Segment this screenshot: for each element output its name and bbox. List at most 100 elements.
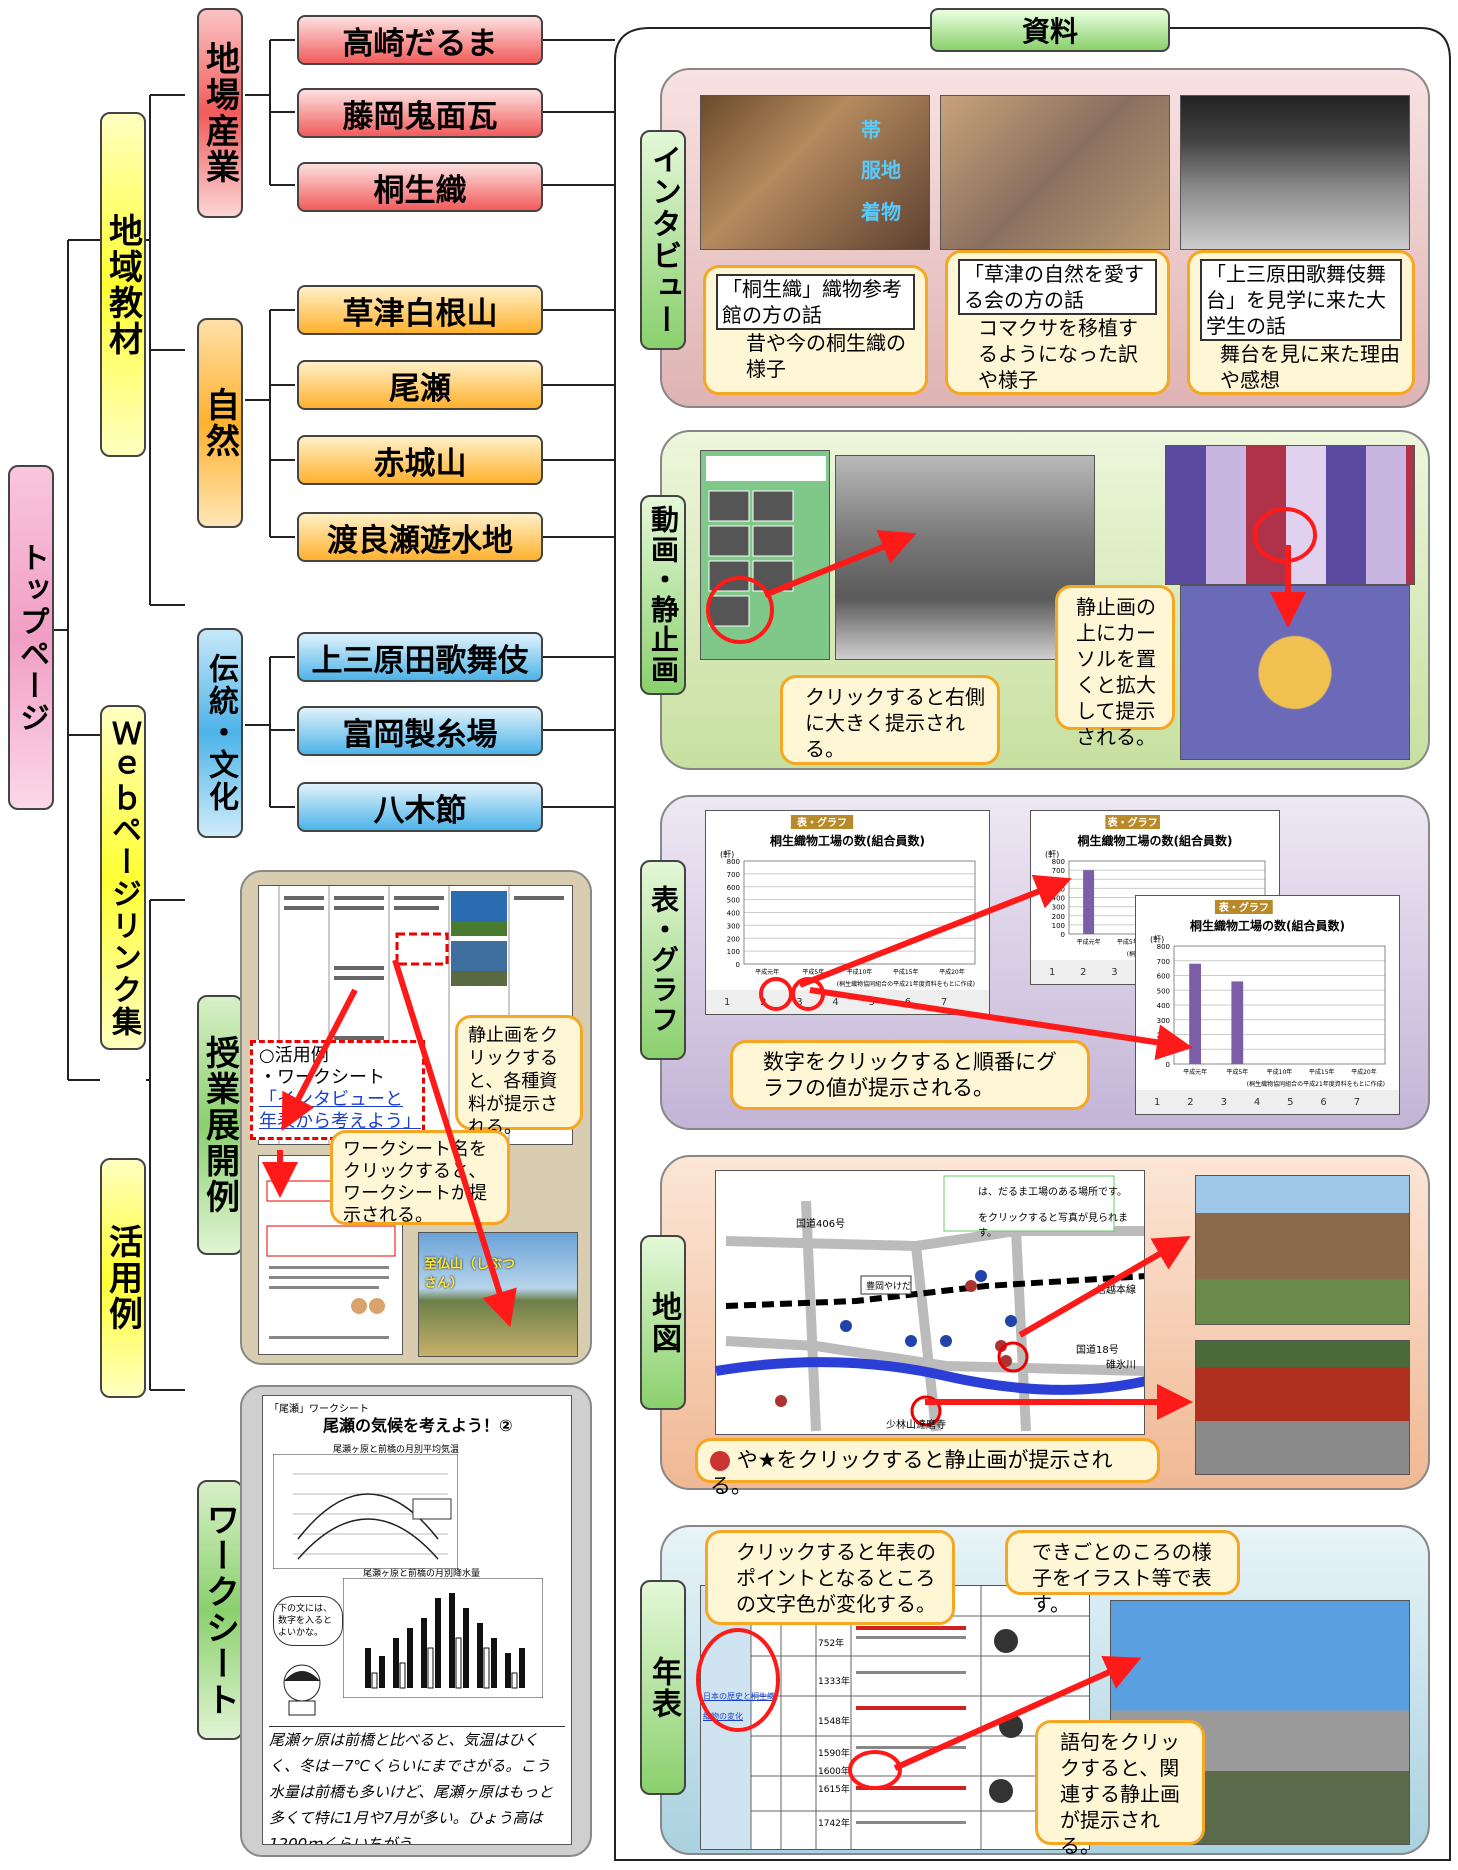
page-number[interactable]: 7 (1354, 1097, 1360, 1108)
y-tick-label: 200 (1052, 913, 1065, 921)
page-number[interactable]: 4 (832, 997, 838, 1008)
douga-callout-hover: 静止画の上にカーソルを置くと拡大して提示される。 (1055, 585, 1175, 749)
douga-thumbnail-strip[interactable] (700, 450, 830, 660)
y-tick-label: 0 (1061, 931, 1065, 939)
item-akagiyama[interactable]: 赤城山 (297, 435, 543, 485)
item-kamisanbarada-kabuki[interactable]: 上三原田歌舞伎 (297, 632, 543, 682)
timeline-link-1[interactable]: 日本の歴史と桐生織 (703, 1692, 775, 1701)
chizu-label[interactable]: 地図 (640, 1235, 686, 1410)
y-tick-label: 400 (727, 910, 740, 918)
page-number[interactable]: 2 (1187, 1097, 1193, 1108)
graph-badge: 表・グラフ (1218, 901, 1269, 914)
graph-badge: 表・グラフ (796, 816, 847, 829)
page-number[interactable]: 5 (869, 997, 875, 1008)
graph-unit: (軒) (1045, 850, 1059, 859)
example-box[interactable]: ○活用例 ・ワークシート 「インタビューと年表から考えよう」 (250, 1040, 425, 1140)
item-kusatsu-shiranesan[interactable]: 草津白根山 (297, 285, 543, 335)
bar (1231, 981, 1244, 1064)
web-link-box[interactable]: Ｗｅｂページリンク集 (100, 705, 146, 1050)
graph-badge-bg (1214, 900, 1273, 914)
ws-handwriting: 尾瀬ヶ原は前橋と比べると、気温はひくく、冬は－7℃くらいにまでさがる。こう水量は… (269, 1726, 565, 1844)
graph-callout: 数字をクリックすると順番にグラフの値が提示される。 (730, 1040, 1090, 1110)
page-number[interactable]: 3 (796, 997, 802, 1008)
interview-c2-body: コマクサを移植するようになった訳や様子 (978, 316, 1138, 392)
ws-girl-illustration (283, 1664, 321, 1716)
item-oze[interactable]: 尾瀬 (297, 360, 543, 410)
top-page-box[interactable]: トップページ (8, 465, 54, 810)
douga-label[interactable]: 動画・静止画 (640, 495, 686, 695)
page-number[interactable]: 7 (941, 997, 947, 1008)
y-tick-label: 100 (1157, 1046, 1170, 1054)
bar (1189, 963, 1202, 1064)
page-number[interactable]: 1 (1049, 967, 1055, 978)
item-kiryu-ori[interactable]: 桐生織 (297, 162, 543, 212)
bar (1083, 870, 1095, 934)
jugyo-tenkai-box[interactable]: 授業展開例 (197, 995, 243, 1255)
shizen-box[interactable]: 自然 (197, 318, 243, 528)
interview-callout-2: 「草津の自然を愛する会の方の話 コマクサを移植するようになった訳や様子 (945, 250, 1170, 395)
interview-c3-title: 「上三原田歌舞伎舞台」を見学に来た大学生の話 (1200, 259, 1402, 341)
year-1590: 1590年 (818, 1749, 850, 1759)
interview-photo-kabuki[interactable] (1180, 95, 1410, 250)
graph-title: 桐生織物工場の数(組合員数) (1078, 833, 1233, 848)
y-tick-label: 300 (1052, 904, 1065, 912)
map-station-line: 信越本線 (1096, 1285, 1136, 1296)
ws-rain-chart (343, 1578, 543, 1698)
worksheet-box[interactable]: ワークシート (197, 1480, 243, 1740)
page-number[interactable]: 2 (760, 997, 766, 1008)
y-tick-label: 100 (727, 948, 740, 956)
page-number[interactable]: 2 (1080, 967, 1086, 978)
graph-source: (桐生織物協同組合の平成21年度資料をもとに作成) (1247, 1080, 1385, 1088)
interview-photo-kusatsu[interactable] (940, 95, 1170, 250)
item-tomioka-seishijo[interactable]: 富岡製糸場 (297, 706, 543, 756)
worksheet-link[interactable]: 「インタビューと年表から考えよう」 (259, 1089, 421, 1132)
page-number[interactable]: 4 (1254, 1097, 1260, 1108)
interview-photo-kiryu[interactable]: 帯 服地 着物 (700, 95, 930, 250)
y-tick-label: 600 (727, 884, 740, 892)
y-tick-label: 800 (727, 858, 740, 866)
photo-word-fukuji: 服地 (861, 158, 901, 182)
graph-label[interactable]: 表・グラフ (640, 860, 686, 1060)
timeline-grid (701, 1586, 1089, 1849)
interview-label[interactable]: インタビュー (640, 130, 686, 350)
item-takasaki-daruma[interactable]: 高崎だるま (297, 15, 543, 65)
douga-fabric-zoom (1180, 585, 1410, 760)
page-number[interactable]: 3 (1221, 1097, 1227, 1108)
page-number[interactable]: 5 (1287, 1097, 1293, 1108)
douga-fabric-photo[interactable] (1165, 445, 1415, 585)
chiiki-kyozai-box[interactable]: 地域教材 (100, 112, 146, 457)
page-number[interactable]: 1 (724, 997, 730, 1008)
map-photo-temple (1195, 1340, 1410, 1475)
item-yagibushi[interactable]: 八木節 (297, 782, 543, 832)
ws-bubble: 下の文には、数字を入るとよいかな。 (273, 1596, 343, 1646)
graph-unit: (軒) (720, 850, 734, 859)
interview-callout-1: 「桐生織」織物参考館の方の話 昔や今の桐生織の様子 (703, 265, 928, 395)
page-number[interactable]: 6 (1320, 1097, 1326, 1108)
map-image[interactable]: は、だるま工場のある場所です。 をクリックすると写真が見られます。 国道406号… (715, 1170, 1145, 1435)
map-road-18: 国道18号 (1076, 1345, 1119, 1356)
page-number[interactable]: 1 (1154, 1097, 1160, 1108)
worksheet-paper[interactable]: 「尾瀬」ワークシート 尾瀬の気候を考えよう！② 尾瀬ヶ原と前橋の月別平均気温 尾… (262, 1395, 572, 1845)
page-number[interactable]: 3 (1111, 967, 1117, 978)
worksheet-thumb-lines (266, 1180, 396, 1339)
x-tick-label: 平成15年 (1309, 1068, 1335, 1076)
graph-svg: 表・グラフ桐生織物工場の数(組合員数)(軒)800700600500400300… (706, 815, 989, 1014)
year-1548: 1548年 (818, 1717, 850, 1727)
y-tick-label: 500 (1157, 987, 1170, 995)
y-tick-label: 300 (1157, 1017, 1170, 1025)
page-number[interactable]: 6 (905, 997, 911, 1008)
timeline-link-2[interactable]: 織物の変化 (703, 1712, 743, 1721)
item-watarase-yusuichi[interactable]: 渡良瀬遊水地 (297, 512, 543, 562)
jiba-sangyo-box[interactable]: 地場産業 (197, 8, 243, 218)
x-tick-label: 平成元年 (1183, 1068, 1207, 1076)
shibutsusan-photo[interactable]: 至仏山（しぶつさん） (418, 1232, 578, 1357)
y-tick-label: 200 (727, 935, 740, 943)
katsuyou-box[interactable]: 活用例 (100, 1158, 146, 1398)
nenpyo-label[interactable]: 年表 (640, 1580, 686, 1795)
year-1742: 1742年 (818, 1819, 850, 1829)
item-fujioka-onimengawara[interactable]: 藤岡鬼面瓦 (297, 88, 543, 138)
dento-bunka-box[interactable]: 伝統・文化 (197, 628, 243, 838)
y-tick-label: 800 (1157, 943, 1170, 951)
